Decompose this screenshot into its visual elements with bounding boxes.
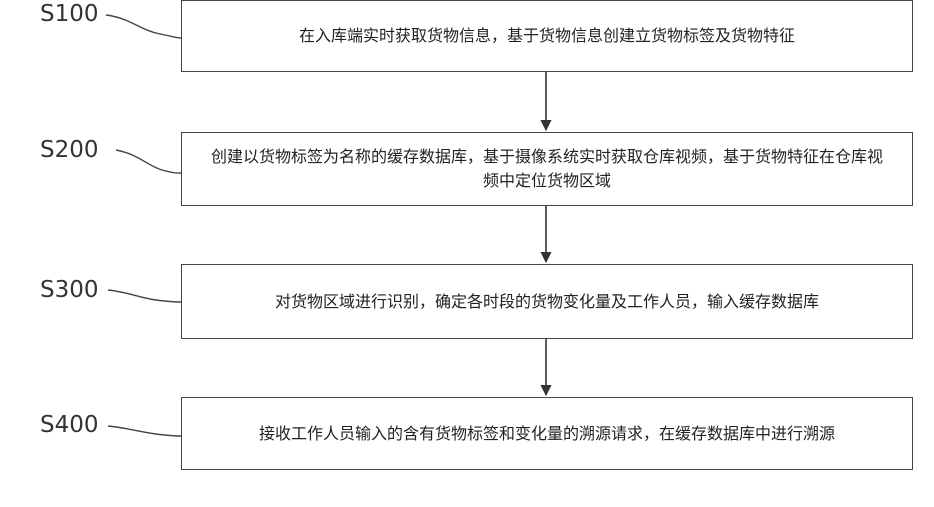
leader-line-s200 [116, 150, 181, 173]
step-text-s300: 对货物区域进行识别，确定各时段的货物变化量及工作人员，输入缓存数据库 [275, 290, 819, 314]
step-text-s100: 在入库端实时获取货物信息，基于货物信息创建立货物标签及货物特征 [299, 24, 795, 48]
step-box-s400: 接收工作人员输入的含有货物标签和变化量的溯源请求，在缓存数据库中进行溯源 [181, 397, 913, 470]
step-box-s200: 创建以货物标签为名称的缓存数据库，基于摄像系统实时获取仓库视频，基于货物特征在仓… [181, 132, 913, 206]
step-text-s200: 创建以货物标签为名称的缓存数据库，基于摄像系统实时获取仓库视频，基于货物特征在仓… [210, 145, 884, 193]
step-label-s300: S300 [40, 279, 99, 302]
step-label-s200: S200 [40, 139, 99, 162]
step-label-s400: S400 [40, 414, 99, 437]
step-text-s400: 接收工作人员输入的含有货物标签和变化量的溯源请求，在缓存数据库中进行溯源 [259, 422, 835, 446]
leader-line-s400 [108, 426, 181, 436]
leader-line-s300 [108, 290, 181, 302]
step-box-s100: 在入库端实时获取货物信息，基于货物信息创建立货物标签及货物特征 [181, 0, 913, 72]
leader-line-s100 [106, 15, 181, 38]
step-label-s100: S100 [40, 3, 99, 26]
step-box-s300: 对货物区域进行识别，确定各时段的货物变化量及工作人员，输入缓存数据库 [181, 264, 913, 339]
